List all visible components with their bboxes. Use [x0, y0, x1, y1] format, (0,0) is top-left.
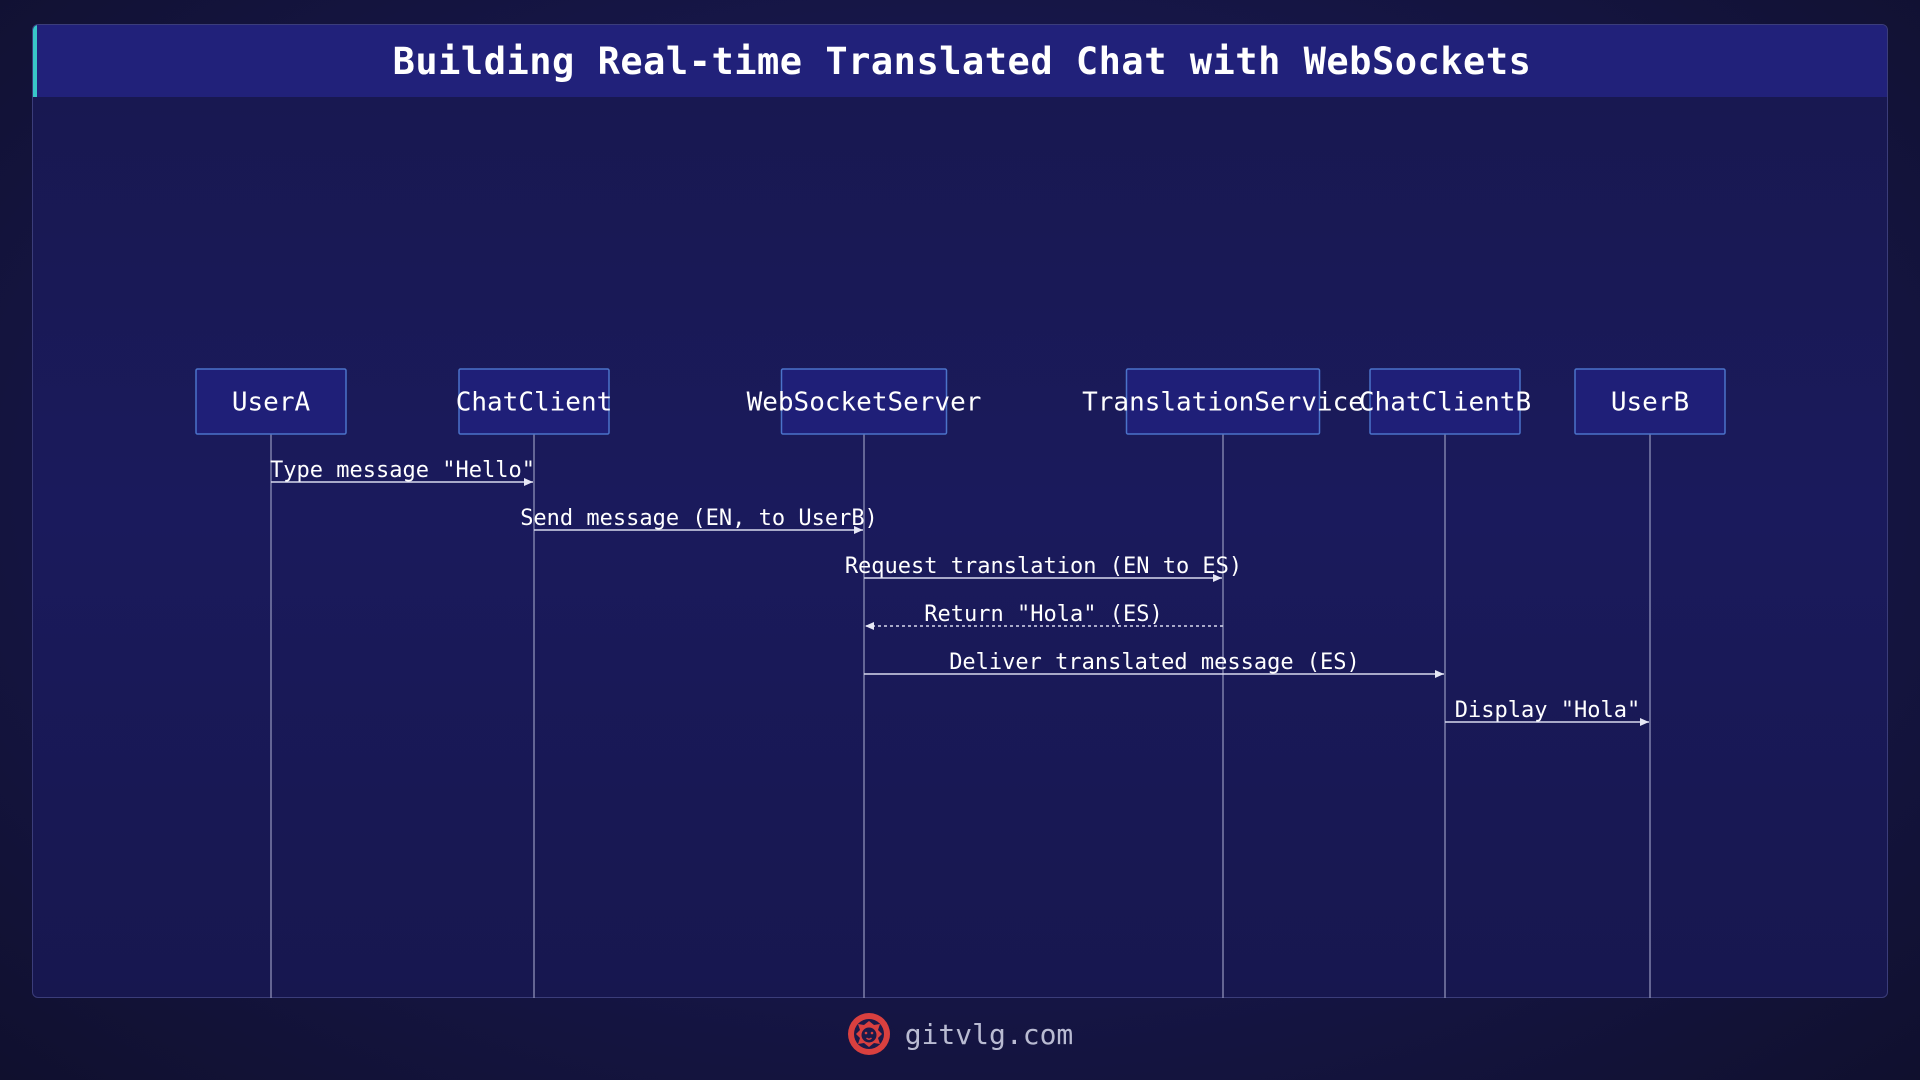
message-3: Request translation (EN to ES) [845, 554, 1242, 582]
participant-box [1125, 368, 1321, 435]
message-label: Display "Hola" [1455, 698, 1640, 723]
participant-box [1369, 368, 1521, 435]
participant-label: UserB [1611, 388, 1689, 418]
message-1: Type message "Hello" [270, 458, 535, 486]
participant-chat-client: ChatClient [456, 368, 613, 435]
participant-box [780, 368, 948, 435]
footer: gitvlg.com [0, 1012, 1920, 1056]
lion-head-icon [847, 1013, 890, 1055]
messages: Type message "Hello" Send message (EN, to… [270, 458, 1649, 726]
diagram-title: Building Real-time Translated Chat with … [392, 39, 1532, 83]
participant-label: TranslationService [1082, 388, 1364, 418]
footer-site-link[interactable]: gitvlg.com [904, 1017, 1074, 1051]
message-5: Deliver translated message (ES) [864, 650, 1444, 678]
participant-label: ChatClient [456, 388, 613, 418]
participant-user-b: UserB [1574, 368, 1726, 435]
message-4: Return "Hola" (ES) [865, 602, 1223, 630]
message-label: Deliver translated message (ES) [949, 650, 1360, 675]
message-2: Send message (EN, to UserB) [520, 506, 878, 534]
participant-box [195, 368, 347, 435]
participant-translation-service: TranslationService [1082, 368, 1364, 435]
participant-chat-client-b: ChatClientB [1359, 368, 1531, 435]
message-label: Send message (EN, to UserB) [520, 506, 878, 531]
participant-label: UserA [232, 388, 311, 418]
message-6: Display "Hola" [1445, 698, 1649, 726]
participant-user-a: UserA [195, 368, 347, 435]
message-label: Type message "Hello" [270, 458, 535, 483]
message-label: Return "Hola" (ES) [924, 602, 1162, 627]
participant-box [458, 368, 610, 435]
participants: UserA ChatClient WebSocketServer Translatio… [195, 368, 1726, 435]
diagram-panel: Building Real-time Translated Chat with … [32, 24, 1888, 998]
participant-label: ChatClientB [1359, 388, 1531, 418]
lifelines [270, 434, 1651, 998]
participant-label: WebSocketServer [747, 388, 982, 418]
title-bar: Building Real-time Translated Chat with … [33, 25, 1887, 97]
participant-box [1574, 368, 1726, 435]
participant-web-socket-server: WebSocketServer [747, 368, 982, 435]
message-label: Request translation (EN to ES) [845, 554, 1242, 579]
